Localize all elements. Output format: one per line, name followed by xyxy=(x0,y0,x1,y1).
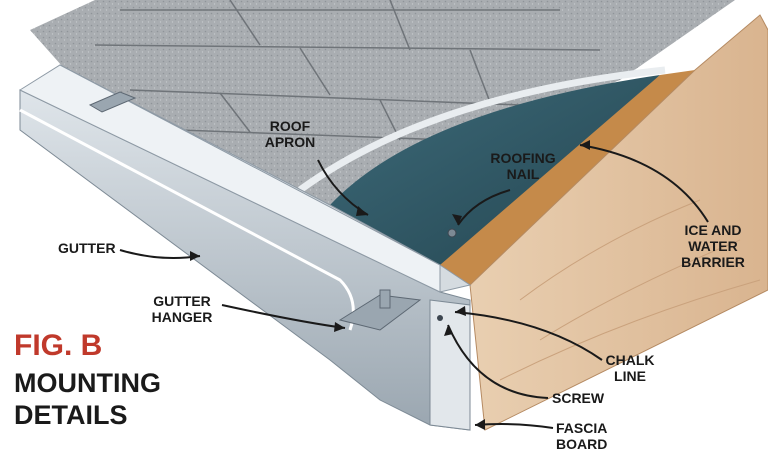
label-chalk-line: CHALK LINE xyxy=(605,352,655,384)
roof-sheathing-edge xyxy=(440,70,695,285)
gutter-hanger xyxy=(88,91,422,331)
screw xyxy=(437,315,443,321)
figure-title-line1: MOUNTING xyxy=(14,368,161,398)
leader-gutter-hanger xyxy=(221,304,346,329)
label-ice-water-barrier: ICE AND WATER BARRIER xyxy=(681,222,745,270)
gutter xyxy=(18,64,471,431)
leader-screw xyxy=(447,324,549,399)
leader-arrowheads xyxy=(190,140,590,430)
ice-water-barrier xyxy=(330,75,660,265)
barrier-curl-edge xyxy=(297,66,666,193)
roof-shingles xyxy=(30,0,735,205)
label-roof-apron: ROOF APRON xyxy=(264,118,316,150)
figure-title-line2: DETAILS xyxy=(14,400,128,430)
label-fascia-board: FASCIA BOARD xyxy=(556,420,608,452)
label-roofing-nail: ROOFING NAIL xyxy=(490,150,556,182)
label-gutter: GUTTER xyxy=(58,240,116,256)
wood-grain xyxy=(499,199,761,381)
figure-label: FIG. B xyxy=(14,329,103,362)
leader-roofing-nail xyxy=(457,189,511,226)
leader-chalk-line xyxy=(454,311,603,361)
leader-ice-water-barrier xyxy=(579,144,709,223)
roofing-nail xyxy=(447,228,457,238)
label-screw: SCREW xyxy=(552,390,605,406)
label-gutter-hanger: GUTTER HANGER xyxy=(151,293,213,325)
